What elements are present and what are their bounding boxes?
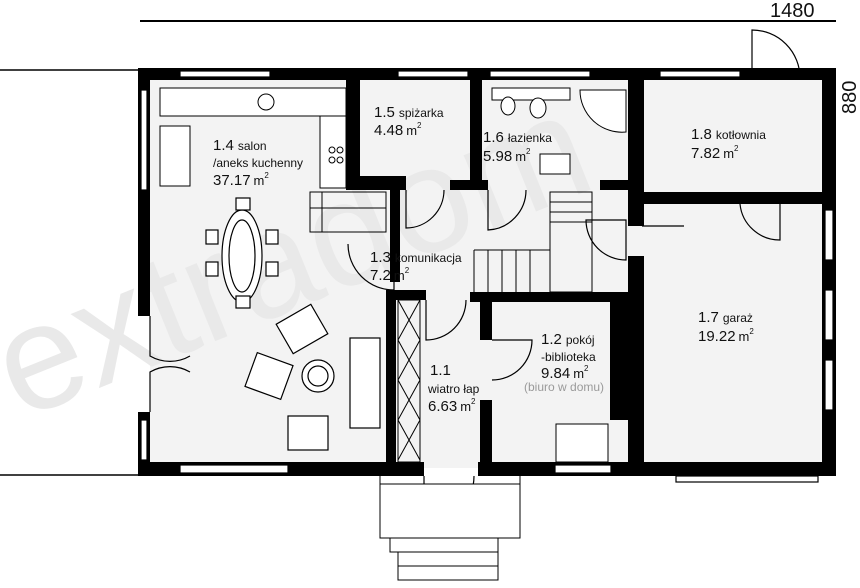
office-desk — [555, 423, 609, 463]
entrance-steps — [379, 476, 521, 581]
dimension-right: 880 — [839, 81, 860, 114]
svg-text:(biuro w domu): (biuro w domu) — [524, 380, 604, 394]
dimension-top: 1480 — [140, 0, 836, 22]
staircase — [309, 191, 593, 293]
svg-text:7.2m2: 7.2m2 — [370, 266, 410, 284]
wardrobe — [397, 299, 421, 463]
svg-text:/aneks kuchenny: /aneks kuchenny — [213, 156, 303, 170]
svg-text:1.1: 1.1 — [430, 362, 451, 379]
svg-text:1480: 1480 — [770, 0, 815, 22]
living-furniture — [244, 303, 381, 451]
bathroom-fixtures — [491, 87, 627, 175]
interior-walls — [346, 78, 822, 462]
dining-table — [205, 197, 279, 309]
svg-text:wiatro łap: wiatro łap — [427, 382, 480, 396]
windows — [140, 70, 834, 483]
svg-text:880: 880 — [839, 81, 860, 114]
terrace-outline — [0, 69, 140, 476]
floor-fill — [150, 78, 836, 468]
kitchen-counters — [159, 87, 347, 189]
svg-text:-biblioteka: -biblioteka — [541, 350, 596, 364]
